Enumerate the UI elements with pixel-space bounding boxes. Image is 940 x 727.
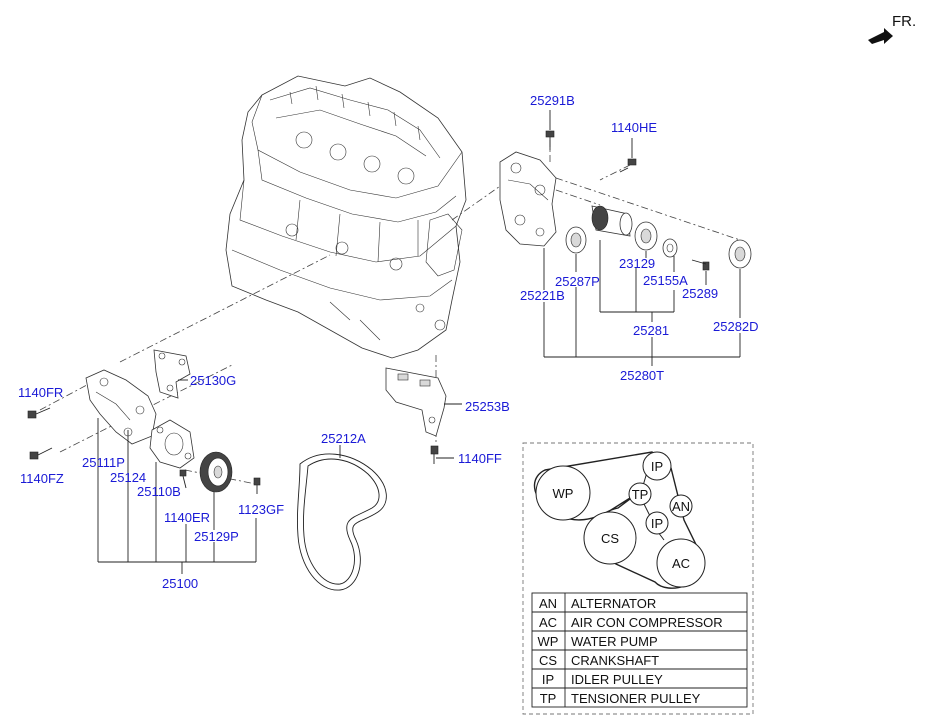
drive-belt-25212A <box>296 453 387 591</box>
label-1140FZ[interactable]: 1140FZ <box>20 471 64 486</box>
label-25129P[interactable]: 25129P <box>194 529 239 544</box>
front-direction-indicator: FR. <box>868 13 916 44</box>
legend-code: IP <box>542 672 554 687</box>
idler-pulley-25282D <box>728 239 752 269</box>
bolt-1140ER <box>179 469 187 489</box>
label-1123GF[interactable]: 1123GF <box>238 502 284 517</box>
legend-code: CS <box>539 653 557 668</box>
label-25111P[interactable]: 25111P <box>82 455 125 470</box>
bracket-25253B <box>385 367 447 437</box>
legend-name: TENSIONER PULLEY <box>571 691 701 706</box>
label-25289[interactable]: 25289 <box>682 286 718 301</box>
leader-lines <box>97 110 741 574</box>
bolt-25289 <box>691 259 710 271</box>
label-1140ER[interactable]: 1140ER <box>164 510 210 525</box>
legend-name: WATER PUMP <box>571 634 658 649</box>
tensioner-bracket <box>499 151 557 247</box>
pulley-label-ip-lower: IP <box>651 516 663 531</box>
pulley-ip-upper <box>642 451 672 481</box>
legend-name: IDLER PULLEY <box>571 672 663 687</box>
pulley-cs <box>583 511 637 565</box>
water-pump-pulley-25129P <box>199 451 233 493</box>
pulley-label-an: AN <box>672 499 690 514</box>
pulley-ac <box>656 538 706 588</box>
label-25212A[interactable]: 25212A <box>321 431 366 446</box>
bolt-1123GF <box>253 477 261 494</box>
bolt-1140FZ <box>29 447 53 460</box>
legend-name: ALTERNATOR <box>571 596 656 611</box>
label-1140FF[interactable]: 1140FF <box>458 451 502 466</box>
pulley-wp <box>535 465 591 521</box>
pulley-label-wp: WP <box>553 486 574 501</box>
label-25155A[interactable]: 25155A <box>643 273 688 288</box>
legend-code: AC <box>539 615 557 630</box>
label-25280T[interactable]: 25280T <box>620 368 664 383</box>
bolt-1140HE <box>619 158 637 173</box>
pulley-an <box>669 494 693 518</box>
label-25100[interactable]: 25100 <box>162 576 198 591</box>
label-1140HE[interactable]: 1140HE <box>611 120 657 135</box>
cap-25155A <box>662 238 678 258</box>
part-labels: 25291B 1140HE 25221B 25287P 23129 25155A… <box>18 93 759 591</box>
label-25221B[interactable]: 25221B <box>520 288 565 303</box>
pulley-23129 <box>634 221 658 251</box>
arrow-icon <box>868 28 893 44</box>
direction-label: FR. <box>892 13 916 30</box>
legend-code: WP <box>538 634 559 649</box>
gasket-25130G <box>153 349 191 399</box>
label-25130G[interactable]: 25130G <box>190 373 236 388</box>
tensioner-unit <box>591 205 633 237</box>
inset-frame <box>522 442 754 715</box>
legend-code: AN <box>539 596 557 611</box>
pulley-label-cs: CS <box>601 531 619 546</box>
bolt-1140FF <box>430 445 439 464</box>
label-25124[interactable]: 25124 <box>110 470 146 485</box>
idler-pulley-25287P <box>565 226 587 254</box>
legend-name: AIR CON COMPRESSOR <box>571 615 723 630</box>
label-25291B[interactable]: 25291B <box>530 93 575 108</box>
label-25253B[interactable]: 25253B <box>465 399 510 414</box>
bolt-25291B <box>545 130 555 150</box>
label-25282D[interactable]: 25282D <box>713 319 759 334</box>
pulley-tp <box>628 482 652 506</box>
label-25287P[interactable]: 25287P <box>555 274 600 289</box>
pulley-label-ip-upper: IP <box>651 459 663 474</box>
water-pump-housing <box>85 369 157 445</box>
label-1140FR[interactable]: 1140FR <box>18 385 63 400</box>
label-25110B[interactable]: 25110B <box>137 484 181 499</box>
water-pump <box>149 419 195 469</box>
bolt-1140FR <box>27 407 51 419</box>
pulley-ip-lower <box>645 511 669 535</box>
legend-table: AN ALTERNATOR AC AIR CON COMPRESSOR WP W… <box>531 592 748 708</box>
label-25281[interactable]: 25281 <box>633 323 669 338</box>
pulley-label-tp: TP <box>632 487 649 502</box>
engine-block <box>225 75 467 359</box>
legend-code: TP <box>540 691 557 706</box>
belt-routing-inset: WP IP TP IP AN CS AC AN ALTERNATOR AC AI… <box>522 442 754 715</box>
legend-name: CRANKSHAFT <box>571 653 659 668</box>
pulley-label-ac: AC <box>672 556 690 571</box>
label-23129[interactable]: 23129 <box>619 256 655 271</box>
